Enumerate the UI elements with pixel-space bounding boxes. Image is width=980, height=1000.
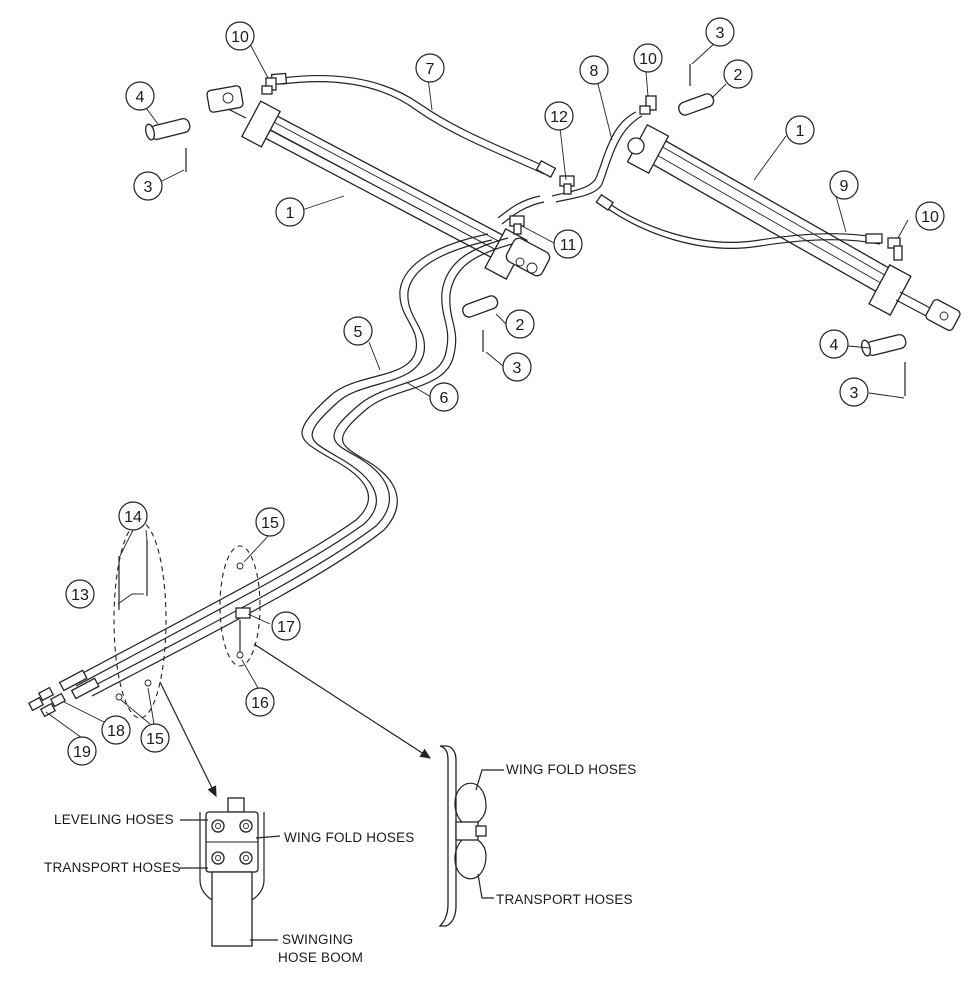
label-transport-hoses-boom: TRANSPORT HOSES [44, 860, 181, 875]
label-transport-hoses-side: TRANSPORT HOSES [496, 892, 633, 907]
svg-text:3: 3 [850, 385, 859, 402]
callout-2-top-right[interactable]: 2 [723, 59, 753, 89]
label-swinging: SWINGING [282, 932, 353, 947]
label-leveling-hoses: LEVELING HOSES [54, 812, 174, 827]
callout-3-middle[interactable]: 3 [502, 352, 532, 382]
callout-3-bottom-right[interactable]: 3 [839, 377, 869, 407]
svg-text:10: 10 [921, 209, 939, 226]
elbow-fitting-10-right [887, 237, 903, 261]
svg-text:4: 4 [136, 89, 145, 106]
callout-16[interactable]: 16 [245, 687, 275, 717]
svg-text:3: 3 [513, 360, 522, 377]
svg-text:5: 5 [354, 324, 363, 341]
svg-text:4: 4 [830, 337, 839, 354]
pin-2-top [678, 93, 715, 116]
callout-3-left[interactable]: 3 [133, 171, 163, 201]
callout-leaders [45, 41, 909, 739]
pin-4-right [861, 333, 907, 357]
callout-15-left[interactable]: 15 [140, 723, 170, 753]
pin-2-middle [462, 295, 499, 318]
label-wing-fold-hoses-boom: WING FOLD HOSES [284, 830, 415, 845]
detail-arrows [159, 643, 432, 798]
callout-12[interactable]: 12 [544, 101, 574, 131]
svg-text:15: 15 [146, 731, 164, 748]
svg-text:11: 11 [560, 237, 577, 254]
svg-text:12: 12 [550, 109, 568, 126]
detail-side-clamp: WING FOLD HOSES TRANSPORT HOSES [438, 745, 637, 927]
svg-text:1: 1 [286, 205, 295, 222]
svg-text:2: 2 [734, 67, 743, 84]
callout-13[interactable]: 13 [65, 579, 95, 609]
callout-9[interactable]: 9 [829, 170, 859, 200]
callout-10-center[interactable]: 10 [633, 43, 663, 73]
callout-19[interactable]: 19 [67, 736, 97, 766]
label-wing-fold-hoses-side: WING FOLD HOSES [506, 762, 637, 777]
callout-1-left[interactable]: 1 [275, 197, 305, 227]
svg-text:6: 6 [440, 390, 449, 407]
callout-10-right[interactable]: 10 [915, 201, 945, 231]
callout-3-top-right[interactable]: 3 [705, 17, 735, 47]
couplers-18-19 [27, 686, 67, 718]
svg-text:10: 10 [231, 29, 249, 46]
callout-1-right[interactable]: 1 [785, 115, 815, 145]
callout-5[interactable]: 5 [343, 316, 373, 346]
svg-text:8: 8 [590, 63, 599, 80]
tee-fitting-11 [509, 215, 525, 235]
svg-text:14: 14 [124, 509, 142, 526]
hose-8 [497, 111, 643, 225]
svg-text:3: 3 [144, 179, 153, 196]
hose-pair-5-6 [58, 233, 513, 700]
callout-15-right[interactable]: 15 [255, 507, 285, 537]
hose-clamp-group-right [219, 545, 261, 667]
callout-7[interactable]: 7 [415, 53, 445, 83]
callout-2-middle[interactable]: 2 [505, 309, 535, 339]
hose-7 [270, 72, 557, 179]
pin-4-left [145, 117, 191, 141]
elbow-fitting-10-center [639, 95, 657, 115]
svg-text:18: 18 [107, 723, 125, 740]
callout-8[interactable]: 8 [579, 55, 609, 85]
detail-hose-boom: LEVELING HOSES WING FOLD HOSES TRANSPORT… [44, 797, 415, 965]
callout-10-left[interactable]: 10 [225, 21, 255, 51]
callout-4-right[interactable]: 4 [819, 329, 849, 359]
callout-4-left[interactable]: 4 [125, 81, 155, 111]
svg-text:13: 13 [71, 587, 89, 604]
label-hose-boom: HOSE BOOM [278, 950, 363, 965]
tee-fitting-12 [559, 175, 575, 195]
callout-17[interactable]: 17 [271, 611, 301, 641]
svg-text:2: 2 [516, 317, 525, 334]
callout-18[interactable]: 18 [101, 715, 131, 745]
cotter-pins-3 [185, 64, 906, 396]
svg-text:17: 17 [277, 619, 295, 636]
callout-14[interactable]: 14 [118, 501, 148, 531]
svg-text:19: 19 [73, 744, 91, 761]
svg-text:3: 3 [716, 25, 725, 42]
svg-text:1: 1 [796, 123, 805, 140]
svg-text:9: 9 [840, 178, 849, 195]
svg-text:15: 15 [261, 515, 279, 532]
callout-6[interactable]: 6 [429, 382, 459, 412]
svg-text:16: 16 [251, 695, 269, 712]
svg-text:7: 7 [426, 61, 435, 78]
svg-text:10: 10 [639, 51, 657, 68]
left-hydraulic-cylinder [206, 85, 551, 280]
elbow-fitting-10-left [261, 77, 277, 95]
right-hydraulic-cylinder [626, 123, 961, 331]
callout-11[interactable]: 11 [553, 229, 583, 259]
hose-9 [595, 193, 883, 249]
